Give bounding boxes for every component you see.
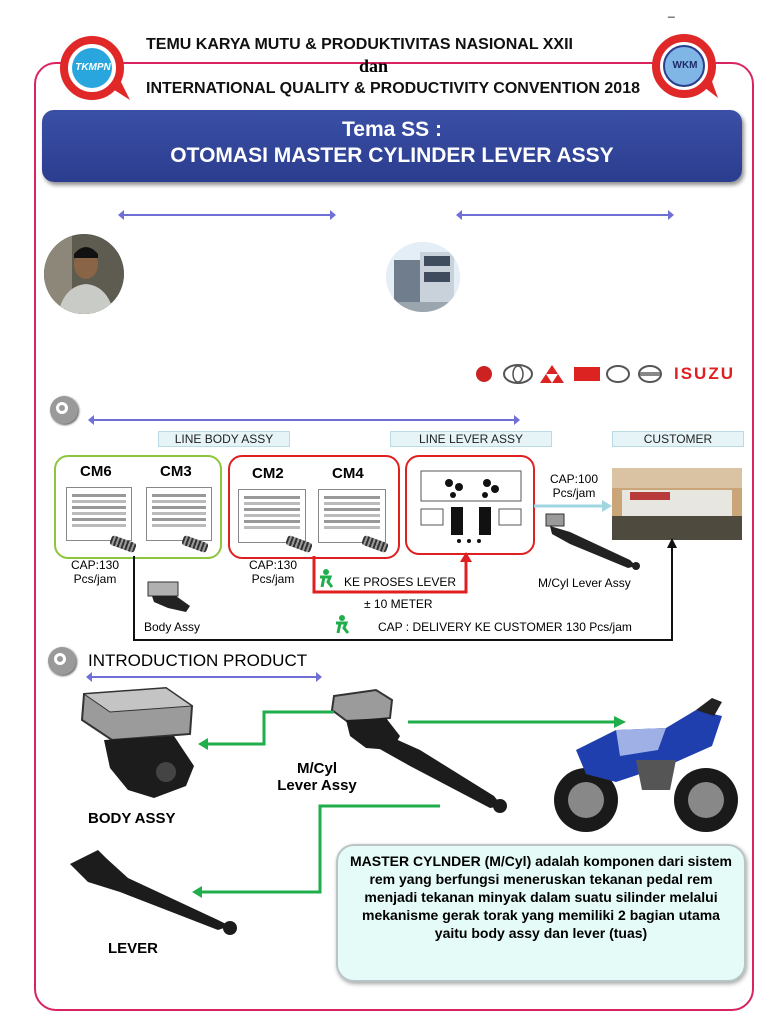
brand-marks bbox=[476, 364, 662, 384]
building-graphic bbox=[386, 242, 460, 312]
theme-title: Tema SS : bbox=[342, 118, 442, 141]
mcyl-title-line1: M/Cyl bbox=[296, 760, 337, 777]
cm3-drawing bbox=[146, 487, 212, 541]
intro-bullet-icon bbox=[48, 647, 76, 675]
forklift-runner-icon bbox=[320, 569, 334, 588]
motorcycle-image bbox=[554, 698, 738, 832]
line-lever-box bbox=[405, 455, 535, 555]
body-assy-label: Body Assy bbox=[144, 620, 201, 634]
header-dan: dan bbox=[359, 56, 389, 76]
top-dash: _ bbox=[668, 4, 675, 18]
double-arrow-right bbox=[456, 210, 674, 220]
customer-factory-photo bbox=[612, 468, 742, 540]
cap-mid-value: CAP:130 bbox=[248, 558, 298, 572]
company-building-photo bbox=[386, 242, 460, 312]
cap-mid-unit: Pcs/jam bbox=[251, 572, 295, 586]
cm6-label: CM6 bbox=[80, 463, 112, 480]
member-photo-graphic bbox=[44, 234, 124, 314]
customer-brand-logos: ISUZU bbox=[474, 362, 744, 386]
cap-left-unit: Pcs/jam bbox=[73, 572, 117, 586]
cap-left: CAP:130 Pcs/jam bbox=[70, 558, 120, 586]
wkm-logo-graphic bbox=[652, 34, 718, 98]
master-cylinder-description: MASTER CYLNDER (M/Cyl) adalah komponen d… bbox=[336, 844, 746, 982]
cm2-label: CM2 bbox=[252, 465, 284, 482]
tag-customer: CUSTOMER bbox=[612, 431, 744, 447]
double-arrow-flow bbox=[88, 415, 520, 425]
line-body-box-green: CM6 CM3 bbox=[54, 455, 222, 559]
member-photo bbox=[44, 234, 124, 314]
theme-subtitle: OTOMASI MASTER CYLINDER LEVER ASSY bbox=[170, 144, 614, 167]
distance-label: ± 10 METER bbox=[364, 597, 433, 611]
header-line-2: INTERNATIONAL QUALITY & PRODUCTIVITY CON… bbox=[146, 80, 640, 97]
description-text: MASTER CYLNDER (M/Cyl) adalah komponen d… bbox=[350, 853, 732, 941]
body-assy-small-image bbox=[147, 581, 190, 612]
double-arrow-left bbox=[118, 210, 336, 220]
delivery-capacity-label: CAP : DELIVERY KE CUSTOMER 130 Pcs/jam bbox=[378, 620, 632, 634]
mcyl-title-line2: Lever Assy bbox=[277, 777, 357, 794]
intro-heading: INTRODUCTION PRODUCT bbox=[88, 651, 308, 670]
delivery-runner-icon bbox=[336, 615, 350, 634]
body-assy-image bbox=[80, 686, 194, 798]
wkm-logo-text: WKM bbox=[672, 60, 698, 71]
lever-line-layout-drawing bbox=[420, 470, 522, 543]
cm3-label: CM3 bbox=[160, 463, 192, 480]
cap-right-value: CAP:100 bbox=[549, 472, 599, 486]
line-body-box-red: CM2 CM4 bbox=[228, 455, 400, 559]
tkmpn-logo: TKMPN bbox=[58, 34, 138, 104]
mcyl-lever-assy-image bbox=[330, 688, 507, 813]
double-arrow-intro bbox=[86, 672, 322, 682]
mcyl-lever-assy-label: M/Cyl Lever Assy bbox=[538, 576, 631, 590]
cm2-drawing bbox=[238, 489, 306, 543]
isuzu-logo-text: ISUZU bbox=[674, 364, 735, 383]
tag-line-body-assy: LINE BODY ASSY bbox=[158, 431, 290, 447]
cap-left-value: CAP:130 bbox=[70, 558, 120, 572]
mcyl-lever-small-image bbox=[545, 513, 640, 570]
cap-middle: CAP:130 Pcs/jam bbox=[248, 558, 298, 586]
cm4-label: CM4 bbox=[332, 465, 364, 482]
cm6-drawing bbox=[66, 487, 132, 541]
cap-right-unit: Pcs/jam bbox=[552, 486, 596, 500]
wkm-logo: WKM bbox=[650, 32, 720, 102]
body-assy-title: BODY ASSY bbox=[88, 810, 176, 827]
factory-graphic bbox=[612, 468, 742, 540]
header-line-1: TEMU KARYA MUTU & PRODUKTIVITAS NASIONAL… bbox=[146, 36, 573, 53]
theme-banner: Tema SS : OTOMASI MASTER CYLINDER LEVER … bbox=[42, 110, 742, 182]
section-bullet-icon bbox=[50, 396, 78, 424]
tkmpn-logo-graphic bbox=[60, 36, 130, 100]
page-frame bbox=[34, 62, 754, 1011]
cm4-drawing bbox=[318, 489, 386, 543]
cap-right: CAP:100 Pcs/jam bbox=[546, 472, 602, 500]
tag-line-lever-assy: LINE LEVER ASSY bbox=[390, 431, 552, 447]
mcyl-title: M/Cyl Lever Assy bbox=[270, 760, 364, 794]
arrow-to-customer bbox=[534, 500, 612, 512]
ke-proses-lever-label: KE PROSES LEVER bbox=[344, 575, 457, 589]
lever-image bbox=[70, 850, 237, 935]
tkmpn-logo-text: TKMPN bbox=[75, 62, 111, 73]
lever-title: LEVER bbox=[108, 940, 159, 957]
